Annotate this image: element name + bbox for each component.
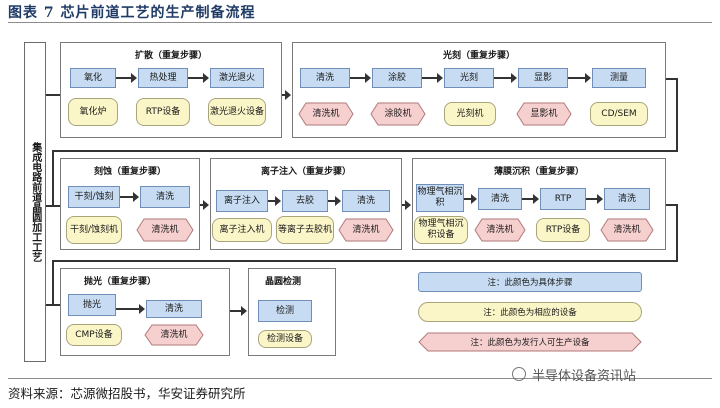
step-litho-clean: 清洗: [300, 68, 350, 88]
step-rtp: RTP: [540, 188, 586, 210]
panel-polish-title: 抛光（重复步骤）: [83, 277, 156, 287]
arrow-polish-to-inspection: [230, 306, 247, 316]
vendor-polish-cleaner: 清洗机: [144, 324, 204, 346]
connector-row2-down: [52, 150, 54, 206]
panel-lithography-title: 光刻（重复步骤）: [442, 51, 515, 61]
equipment-plasma-stripper: 等离子去胶机: [276, 216, 334, 244]
panel-etch-title: 刻蚀（重复步骤）: [93, 167, 166, 177]
arrow-diffusion-1: [116, 73, 137, 83]
step-etch-clean: 清洗: [140, 186, 190, 208]
process-sidebar: 集成电路前道晶圆加工工艺: [24, 42, 46, 362]
figure-title: 图表 7 芯片前道工艺的生产制备流程: [8, 5, 256, 21]
arrow-deposition-3: [586, 194, 603, 204]
step-dry-etch: 干刻/蚀刻: [68, 186, 120, 208]
equipment-oxidation-furnace: 氧化炉: [68, 98, 118, 126]
connector-row1-to-row2: [52, 150, 678, 152]
arrow-deposition-1: [464, 194, 477, 204]
footer-rule: [8, 378, 712, 379]
equipment-rtp: RTP设备: [136, 98, 190, 126]
connector-deposition-down: [676, 204, 678, 262]
source-note: 资料来源：芯源微招股书，华安证券研究所: [8, 386, 246, 401]
arrow-litho-3: [494, 73, 517, 83]
connector-row2-to-row3: [52, 260, 678, 262]
arrow-litho-2: [422, 73, 443, 83]
equipment-inspection: 检测设备: [258, 330, 312, 348]
arrow-implant-to-deposition: [402, 200, 411, 210]
sidebar-link-etch: [46, 205, 60, 207]
connector-litho-out: [666, 78, 678, 80]
arrow-diffusion-2: [188, 73, 209, 83]
arrow-etch-1: [120, 192, 139, 202]
arrow-etch-to-implant: [200, 200, 209, 210]
vendor-deposition-cleaner-2: 清洗机: [600, 218, 654, 242]
panel-ion-implant-title: 离子注入（重复步骤）: [260, 167, 351, 177]
title-rule: [8, 22, 712, 23]
connector-row3-down: [52, 260, 54, 306]
vendor-coater: 涂胶机: [370, 102, 426, 126]
equipment-deposition-rtp: RTP设备: [536, 218, 590, 242]
arrow-implant-1: [268, 196, 281, 206]
step-laser-anneal: 激光退火: [210, 68, 264, 88]
panel-inspection-title: 晶圆检测: [264, 277, 301, 287]
equipment-scanner: 光刻机: [444, 102, 496, 126]
equipment-pvd: 物理气相沉积设备: [414, 216, 468, 244]
arrow-implant-2: [328, 196, 341, 206]
legend-vendor: 注：此颜色为发行人可生产设备: [418, 332, 642, 352]
sidebar-link-diffusion: [46, 94, 60, 96]
step-heat-treatment: 热处理: [138, 68, 188, 88]
vendor-developer: 显影机: [516, 102, 572, 126]
equipment-laser-anneal: 激光退火设备: [208, 98, 266, 126]
step-strip: 去胶: [282, 190, 328, 212]
legend-step: 注：此颜色为具体步骤: [418, 272, 642, 292]
connector-litho-down: [676, 78, 678, 152]
watermark: 半导体设备资讯站: [532, 369, 637, 384]
legend-equipment: 注：此颜色为相应的设备: [418, 302, 642, 322]
wechat-icon: [512, 367, 526, 381]
step-polish: 抛光: [68, 294, 116, 316]
vendor-litho-cleaner: 清洗机: [298, 102, 354, 126]
step-inspection: 检测: [258, 300, 312, 322]
equipment-cmp: CMP设备: [66, 324, 122, 346]
step-pvd: 物理气相沉积: [416, 184, 464, 212]
step-oxidation: 氧化: [70, 68, 116, 88]
panel-diffusion-title: 扩散（重复步骤）: [134, 51, 207, 61]
arrow-diffusion-to-litho: [282, 90, 291, 100]
step-coating: 涂胶: [372, 68, 422, 88]
arrow-litho-1: [350, 73, 371, 83]
step-deposition-clean-1: 清洗: [478, 188, 522, 210]
arrow-deposition-2: [522, 194, 539, 204]
vendor-deposition-cleaner-1: 清洗机: [474, 218, 526, 242]
step-polish-clean: 清洗: [146, 300, 202, 318]
step-developing: 显影: [518, 68, 568, 88]
vendor-implant-cleaner: 清洗机: [338, 218, 394, 242]
step-implant-clean: 清洗: [342, 190, 390, 212]
arrow-polish-1: [116, 304, 145, 314]
equipment-cd-sem: CD/SEM: [590, 102, 648, 126]
step-exposure: 光刻: [444, 68, 494, 88]
connector-deposition-out: [666, 204, 678, 206]
step-ion-implant: 离子注入: [216, 190, 268, 212]
equipment-ion-implanter: 离子注入机: [212, 218, 272, 242]
equipment-etcher: 干刻/蚀刻机: [66, 216, 122, 244]
arrow-litho-4: [568, 73, 591, 83]
panel-deposition-title: 薄膜沉积（重复步骤）: [493, 167, 584, 177]
step-deposition-clean-2: 清洗: [604, 188, 650, 210]
step-measurement: 测量: [592, 68, 646, 88]
vendor-etch-cleaner: 清洗机: [136, 218, 194, 242]
